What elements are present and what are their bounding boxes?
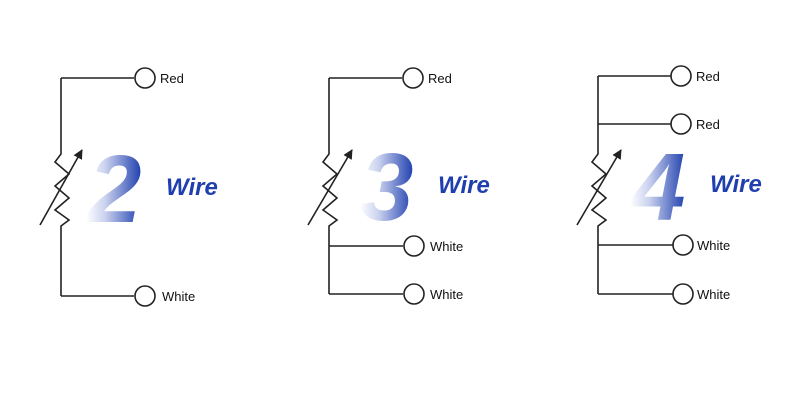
terminal-label: Red	[428, 71, 452, 86]
terminal-circle	[403, 283, 425, 305]
diagram-4-wire: Red Red White White 4 Wire	[576, 65, 762, 305]
wire-word: Wire	[438, 172, 490, 199]
wire-count-number: 4	[630, 134, 685, 241]
terminal-label: White	[430, 287, 463, 302]
terminal-circle	[403, 235, 425, 257]
diagram-3-wire: Red White White 3 Wire	[307, 67, 490, 305]
variable-arrow-icon	[39, 149, 83, 226]
variable-arrow-icon	[576, 149, 622, 226]
rtd-resistor-symbol	[39, 78, 83, 296]
wire-count-number: 3	[360, 134, 413, 241]
terminal-circle	[134, 67, 156, 89]
wire-word: Wire	[166, 174, 218, 201]
rtd-resistor-symbol	[576, 76, 622, 294]
variable-arrow-icon	[307, 149, 353, 226]
terminal-label: Red	[696, 117, 720, 132]
terminal-circle	[672, 283, 694, 305]
terminal-label: Red	[696, 69, 720, 84]
terminal-circle	[134, 285, 156, 307]
diagram-2-wire: Red White 2 Wire	[39, 67, 218, 307]
terminal-label: White	[697, 238, 730, 253]
wire-word: Wire	[710, 171, 762, 198]
wire-count-number: 2	[86, 136, 141, 243]
terminal-circle	[670, 65, 692, 87]
terminal-circle	[670, 113, 692, 135]
terminal-label: Red	[160, 71, 184, 86]
rtd-resistor-symbol	[307, 78, 353, 294]
terminal-circle	[672, 234, 694, 256]
terminal-label: White	[162, 289, 195, 304]
terminal-circle	[402, 67, 424, 89]
terminal-label: White	[430, 239, 463, 254]
terminal-label: White	[697, 287, 730, 302]
